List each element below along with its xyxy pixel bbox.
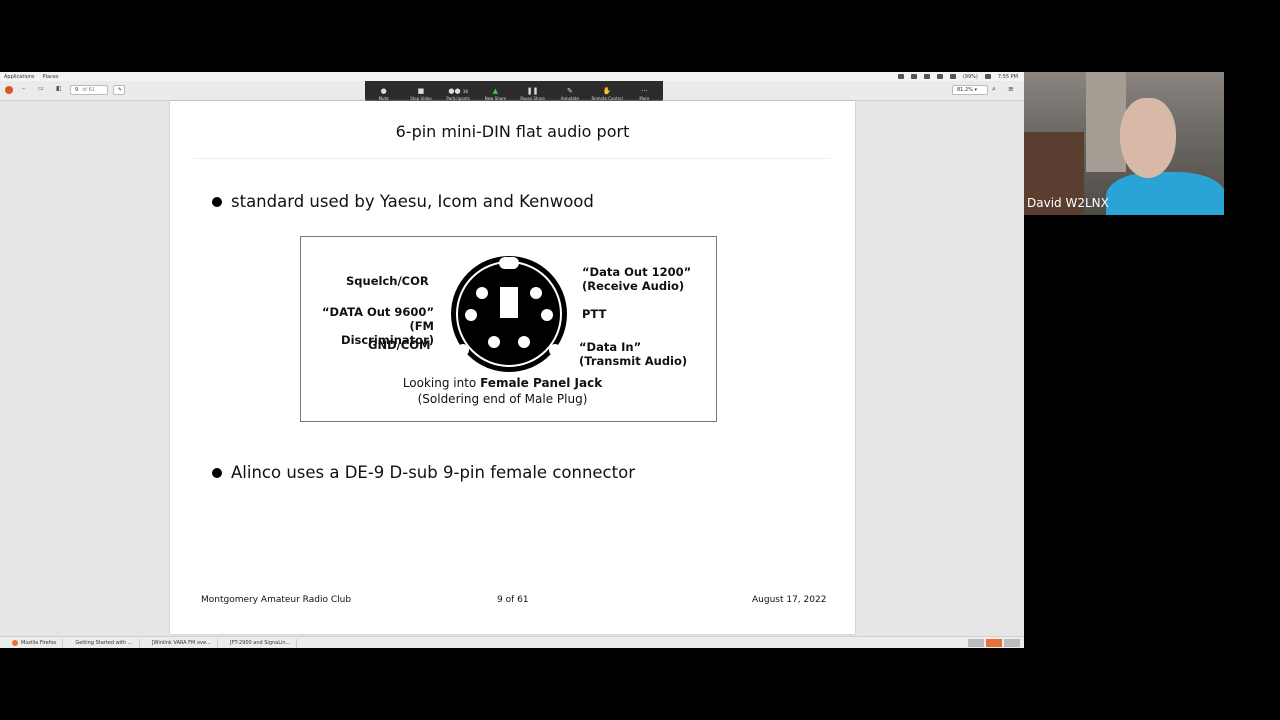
hamburger-menu-icon[interactable]: ≡ xyxy=(1008,85,1014,93)
more-icon: ··· xyxy=(641,87,648,95)
mini-din-pinout-diagram: Squelch/COR “DATA Out 9600” (FM Discrimi… xyxy=(300,236,717,422)
tray-icon[interactable] xyxy=(910,74,917,79)
minimize-icon[interactable]: – xyxy=(22,85,25,92)
taskbar-item[interactable]: Mozilla Firefox xyxy=(6,638,64,648)
page-total: of 61 xyxy=(82,87,95,93)
video-camera-icon: ■ xyxy=(417,87,425,95)
page-number-input[interactable]: 9 of 61 xyxy=(70,85,108,95)
video-background xyxy=(1024,132,1084,215)
volume-icon[interactable] xyxy=(984,74,991,79)
battery-status: (99%) xyxy=(962,73,978,80)
footer-page: 9 of 61 xyxy=(497,595,529,605)
stop-video-button[interactable]: ■Stop Video xyxy=(410,87,432,101)
slide-title: 6-pin mini-DIN flat audio port xyxy=(395,122,630,141)
applications-menu[interactable]: Applications xyxy=(4,73,35,80)
workspace-switcher[interactable] xyxy=(968,639,1020,647)
system-tray: (99%) 7:55 PM xyxy=(897,72,1018,81)
annotate-pen-button[interactable]: ✎ xyxy=(113,85,125,95)
maximize-icon[interactable]: ▭ xyxy=(38,85,44,92)
document-area[interactable]: 6-pin mini-DIN flat audio port standard … xyxy=(0,101,1024,636)
tray-icon[interactable] xyxy=(936,74,943,79)
places-menu[interactable]: Places xyxy=(42,73,59,80)
label-data-out-1200: “Data Out 1200” (Receive Audio) xyxy=(582,265,692,293)
taskbar-item[interactable]: [Winlink VARA FM ove... xyxy=(146,638,218,648)
din-connector-icon xyxy=(451,256,567,372)
mail-icon[interactable] xyxy=(949,74,956,79)
sidebar-toggle-icon[interactable]: ◧ xyxy=(56,85,62,92)
label-data-out-9600: “DATA Out 9600” (FM Discriminator) xyxy=(322,305,434,347)
taskbar-item[interactable]: [FT-2900 and SignaLin... xyxy=(224,638,298,648)
pause-share-button[interactable]: ❚❚Pause Share xyxy=(520,87,545,101)
label-gnd: GND/COM xyxy=(368,338,431,352)
clock[interactable]: 7:55 PM xyxy=(997,73,1018,80)
more-button[interactable]: ···More xyxy=(639,87,650,101)
remote-control-icon: ✋ xyxy=(602,87,612,95)
label-ptt: PTT xyxy=(582,307,607,321)
pause-icon: ❚❚ xyxy=(526,87,539,95)
label-squelch: Squelch/COR xyxy=(346,274,429,288)
diagram-caption: Looking into Female Panel Jack xyxy=(402,376,603,390)
desktop-screen: Applications Places (99%) 7:55 PM – ▭ ◧ … xyxy=(0,72,1024,648)
label-data-in: “Data In” (Transmit Audio) xyxy=(579,340,688,368)
title-divider xyxy=(193,158,830,159)
zoom-value: 81.2% xyxy=(957,87,973,93)
slide-page: 6-pin mini-DIN flat audio port standard … xyxy=(170,101,855,634)
pen-icon: ✎ xyxy=(566,87,573,95)
bullet-text: Alinco uses a DE-9 D-sub 9-pin female co… xyxy=(231,463,635,482)
participant-video-tile[interactable]: David W2LNX xyxy=(1024,72,1224,215)
participants-icon: ●● 38 xyxy=(448,87,468,95)
bullet-dot xyxy=(212,467,222,478)
diagram-caption-2: (Soldering end of Male Plug) xyxy=(417,392,588,406)
search-icon[interactable]: ⌕ xyxy=(992,85,996,93)
footer-date: August 17, 2022 xyxy=(752,595,827,605)
close-icon[interactable] xyxy=(5,86,13,94)
tray-icon[interactable] xyxy=(897,74,904,79)
share-icon: ▲ xyxy=(492,87,499,95)
bullet-item: Alinco uses a DE-9 D-sub 9-pin female co… xyxy=(212,463,635,482)
new-share-button[interactable]: ▲New Share xyxy=(484,87,507,101)
footer-club: Montgomery Amateur Radio Club xyxy=(201,595,352,605)
bullet-text: standard used by Yaesu, Icom and Kenwood xyxy=(231,192,594,211)
system-top-bar: Applications Places (99%) 7:55 PM xyxy=(0,72,1024,81)
annotate-button[interactable]: ✎Annotate xyxy=(560,87,580,101)
tray-icon[interactable] xyxy=(923,74,930,79)
remote-control-button[interactable]: ✋Remote Control xyxy=(591,87,623,101)
bullet-item: standard used by Yaesu, Icom and Kenwood xyxy=(212,192,594,211)
participant-avatar xyxy=(1120,98,1176,178)
page-number: 9 xyxy=(75,87,79,93)
firefox-icon xyxy=(12,640,18,646)
mute-button[interactable]: ●Mute xyxy=(378,87,389,101)
bullet-dot xyxy=(212,196,222,207)
participant-name: David W2LNX xyxy=(1027,196,1109,210)
taskbar: Mozilla Firefox Getting Started with ...… xyxy=(0,636,1024,648)
zoom-select[interactable]: 81.2% ▾ xyxy=(952,85,988,95)
taskbar-item[interactable]: Getting Started with ... xyxy=(69,638,140,648)
microphone-icon: ● xyxy=(380,87,387,95)
